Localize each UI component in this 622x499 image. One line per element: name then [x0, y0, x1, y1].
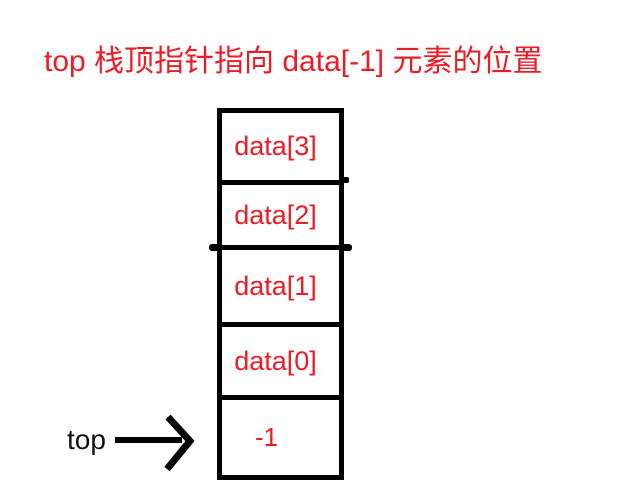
right-arrow-icon — [115, 414, 195, 472]
divider-tick-right — [341, 244, 352, 251]
divider-tick-left — [209, 244, 220, 251]
stack-cell-minus-1: -1 — [217, 395, 344, 480]
stack-cell-label: -1 — [254, 422, 279, 452]
stack-cell-data-1: data[1] — [217, 245, 344, 327]
top-pointer-label: top — [67, 424, 106, 455]
diagram-title: top 栈顶指针指向 data[-1] 元素的位置 — [44, 45, 543, 78]
stack-array: data[3] data[2] data[1] data[0] -1 — [217, 108, 344, 480]
stack-cell-label: data[1] — [234, 270, 317, 301]
stack-cell-data-3: data[3] — [217, 108, 344, 185]
stack-cell-label: data[2] — [234, 199, 317, 230]
stack-cell-label: data[3] — [234, 131, 317, 161]
stack-cell-data-2: data[2] — [217, 180, 344, 250]
stack-cell-data-0: data[0] — [217, 322, 344, 400]
divider-tick-right-small — [343, 177, 349, 183]
stack-cell-label: data[0] — [234, 345, 317, 376]
